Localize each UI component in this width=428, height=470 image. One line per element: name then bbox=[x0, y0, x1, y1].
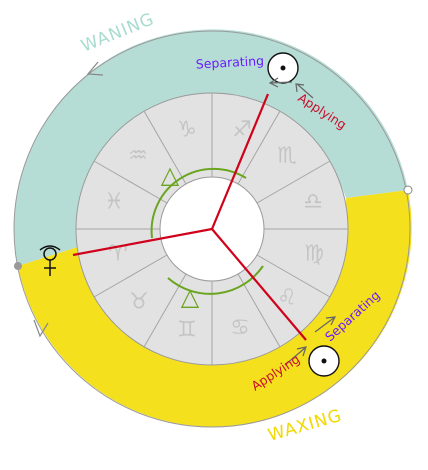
waning-phase-arc bbox=[14, 29, 408, 266]
trine-arc-top bbox=[150, 167, 247, 239]
boundary-marker-right bbox=[403, 185, 413, 195]
zodiac-sign-gemini: ♊ bbox=[177, 318, 197, 343]
venus-glyph-cross bbox=[39, 245, 61, 276]
zodiac-sign-cancer: ♋ bbox=[230, 316, 250, 341]
applying-arrow-top bbox=[295, 83, 314, 99]
zodiac-sign-sagittarius: ♐ bbox=[232, 118, 252, 143]
separating-label-top: Separating bbox=[195, 53, 264, 72]
waxing-direction-arrow bbox=[33, 319, 49, 338]
sun-dot-top bbox=[280, 65, 286, 71]
zodiac-sign-aquarius: ♒ bbox=[128, 144, 148, 169]
trine-arc-bottom bbox=[167, 265, 264, 295]
waning-direction-arrow bbox=[86, 61, 104, 76]
zodiac-sign-leo: ♌ bbox=[277, 286, 297, 311]
boundary-marker-left bbox=[14, 262, 22, 270]
trine-symbol-bottom: △ bbox=[181, 283, 200, 311]
aspect-line-sun-bottom bbox=[211, 228, 307, 341]
sun-dot-bottom bbox=[321, 358, 327, 364]
trine-symbol-top: △ bbox=[161, 161, 180, 189]
separating-arrow-bottom bbox=[314, 316, 337, 333]
applying-arrow-bottom bbox=[284, 346, 307, 366]
zodiac-sign-pisces: ♓ bbox=[104, 190, 124, 215]
zodiac-sign-virgo: ♍ bbox=[304, 242, 324, 267]
aspect-line-venus bbox=[72, 227, 213, 257]
separating-arrow-top bbox=[268, 77, 293, 88]
zodiac-sign-taurus: ♉ bbox=[129, 290, 149, 315]
outer-ring-border bbox=[13, 30, 411, 428]
zodiac-sign-capricorn: ♑ bbox=[177, 118, 197, 143]
zodiac-sign-libra: ♎ bbox=[303, 190, 323, 215]
zodiac-sign-scorpio: ♏ bbox=[277, 144, 297, 169]
aspect-line-sun-top bbox=[210, 93, 270, 230]
